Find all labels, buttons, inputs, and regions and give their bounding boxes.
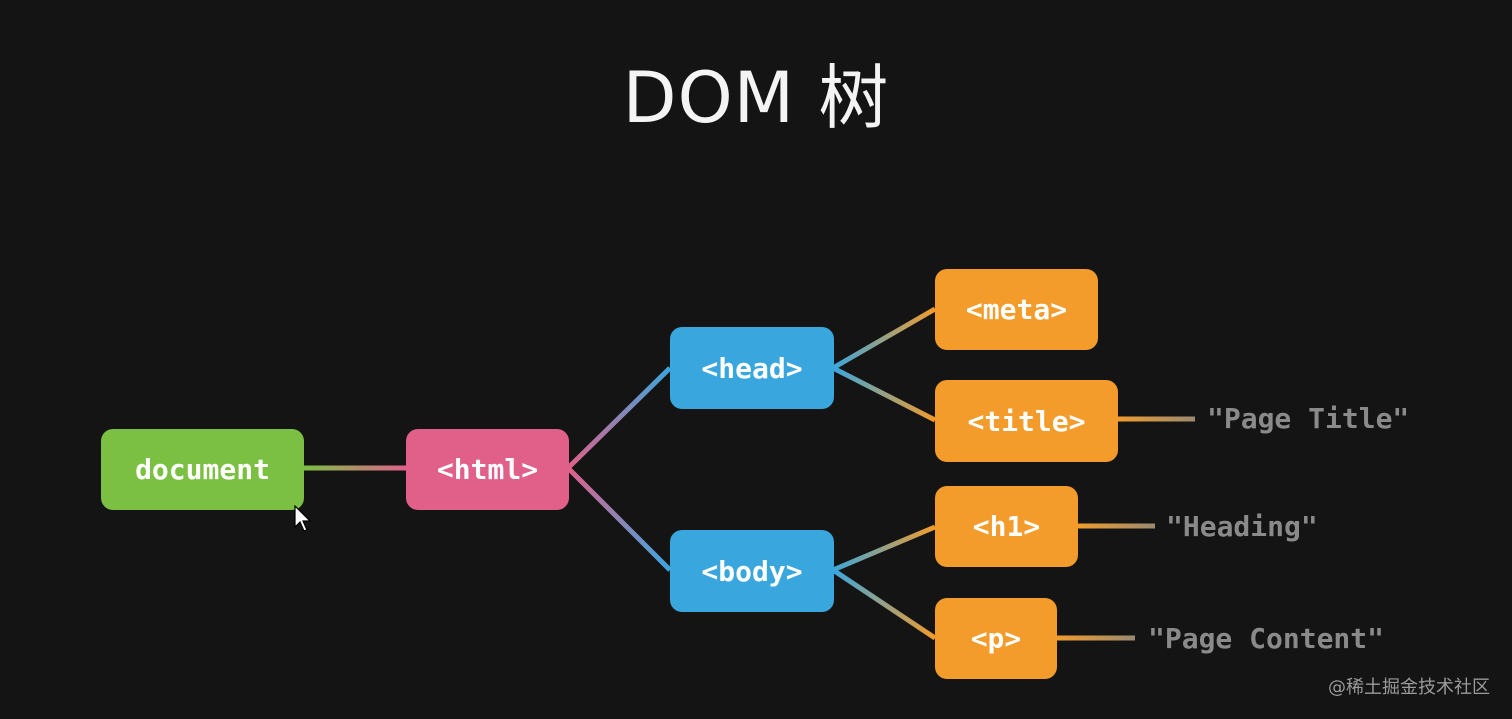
node-body: <body> <box>670 530 834 612</box>
mouse-pointer-icon <box>294 505 312 532</box>
node-head: <head> <box>670 327 834 409</box>
node-p: <p> <box>935 598 1057 679</box>
watermark: @稀土掘金技术社区 <box>1328 677 1490 698</box>
text-node-page-title: "Page Title" <box>1207 402 1410 435</box>
text-node-heading: "Heading" <box>1166 510 1318 543</box>
node-h1: <h1> <box>935 486 1078 567</box>
edge-head-title <box>831 365 937 423</box>
node-title: <title> <box>935 380 1118 462</box>
node-html: <html> <box>406 429 569 510</box>
node-document: document <box>101 429 304 510</box>
edge-head-meta <box>831 306 937 371</box>
diagram-title: DOM 树 <box>622 57 890 139</box>
edge-body-p <box>831 567 937 641</box>
edge-html-body <box>566 466 672 572</box>
edge-html-head <box>566 366 672 470</box>
edge-body-h1 <box>832 524 936 573</box>
node-meta: <meta> <box>935 269 1098 350</box>
text-node-page-content: "Page Content" <box>1148 622 1385 655</box>
